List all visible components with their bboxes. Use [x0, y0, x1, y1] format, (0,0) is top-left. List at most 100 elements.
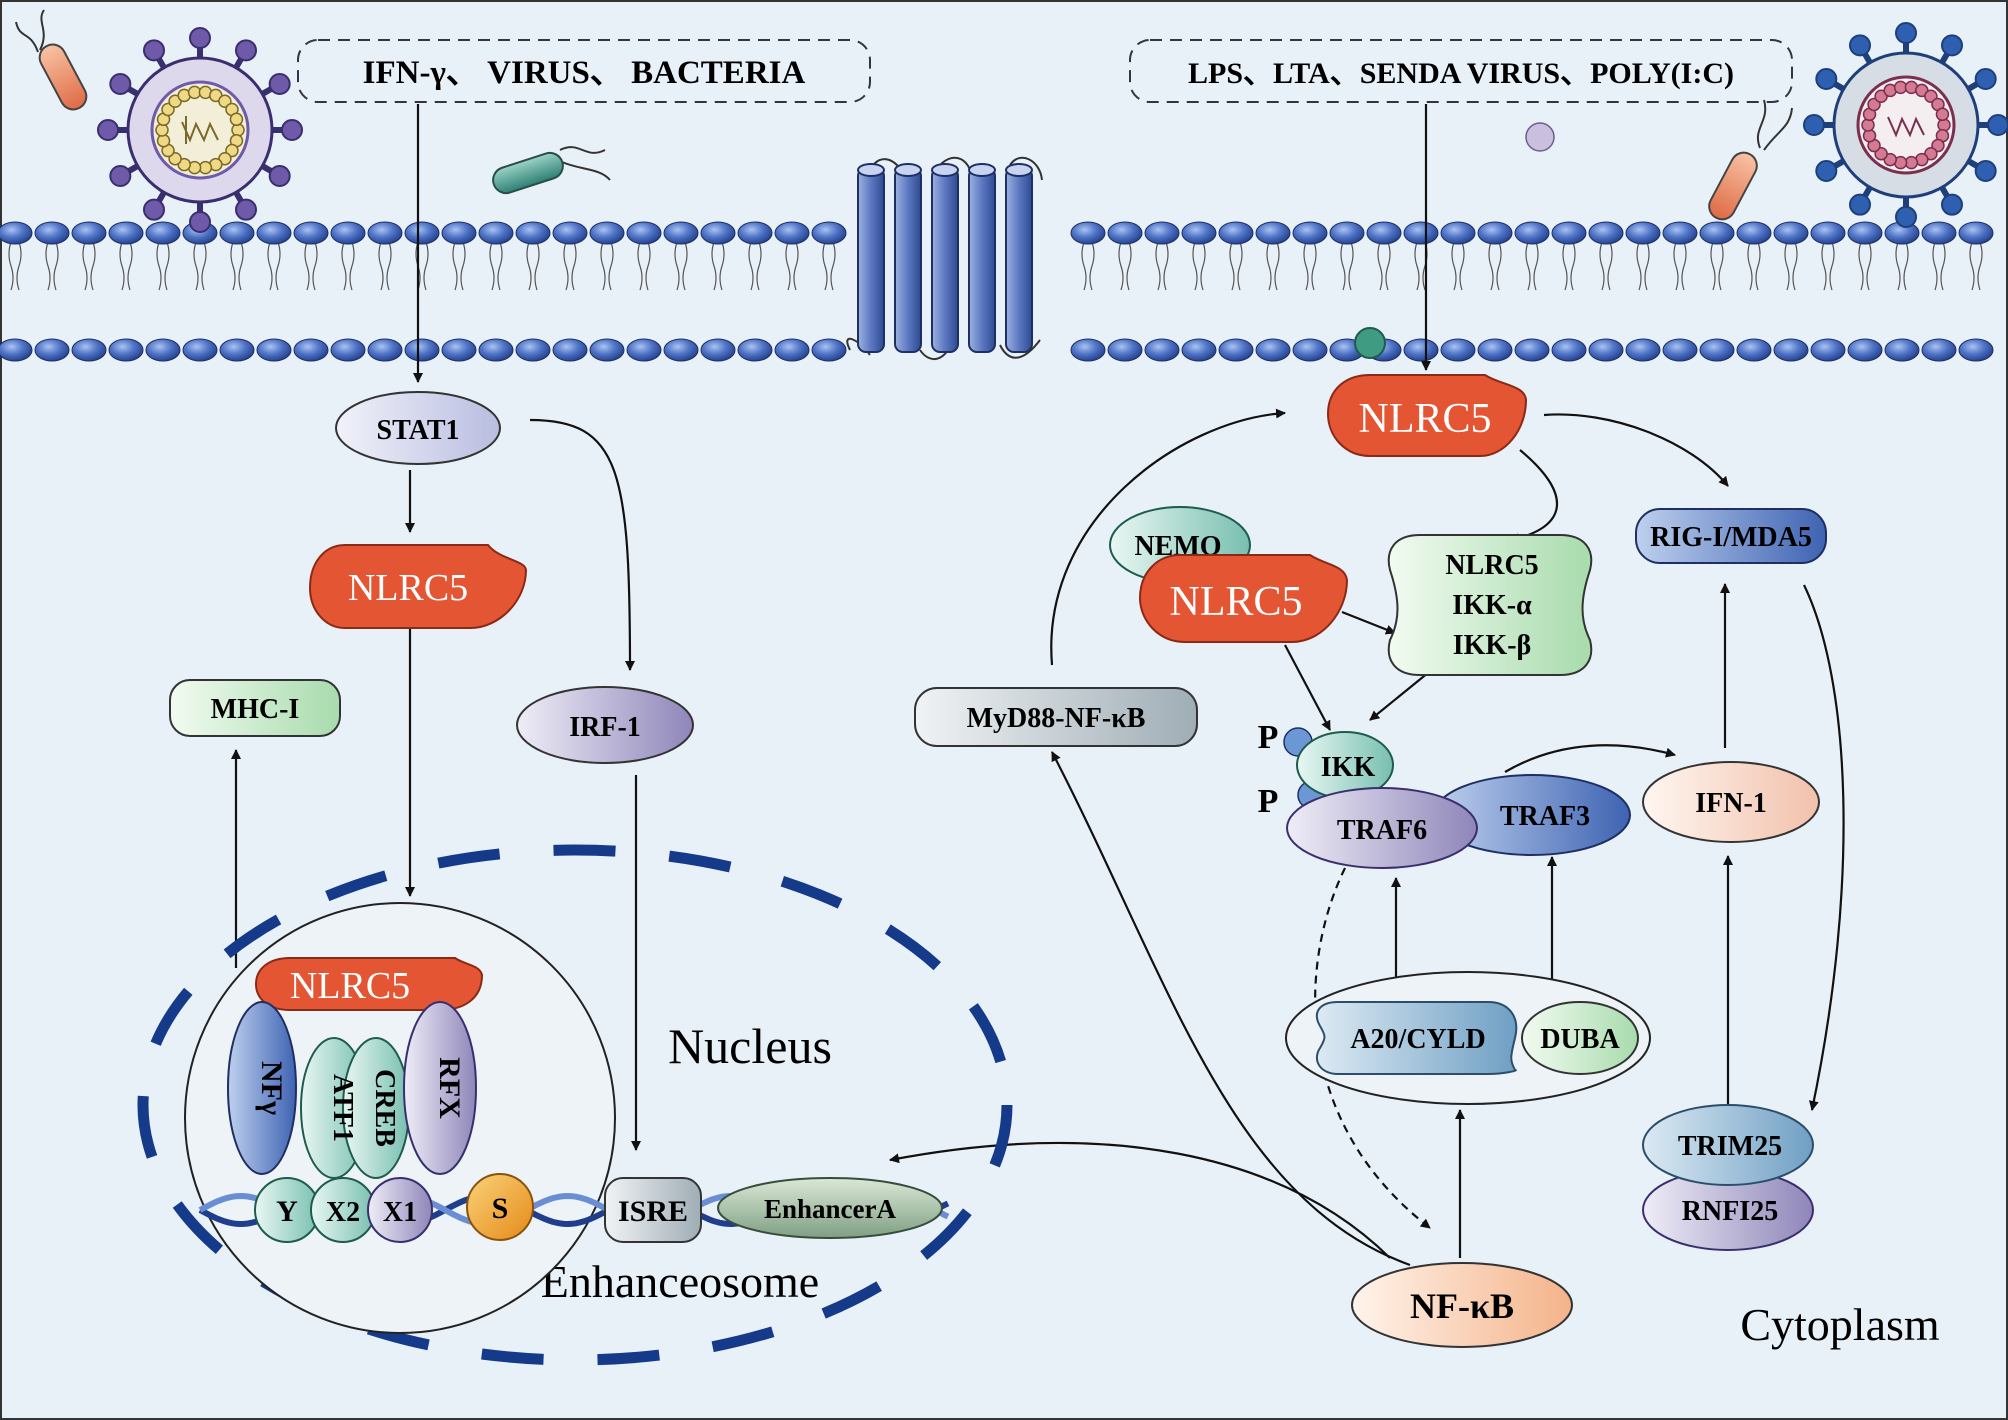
lipid-head: [626, 221, 662, 245]
lipid-head: [1107, 338, 1143, 362]
nlrc5-node-mid: [1138, 554, 1349, 643]
lipid-head: [1181, 221, 1217, 245]
lipid-head: [1403, 338, 1439, 362]
lipid-head: [811, 221, 847, 245]
dna-box-x2-label: X2: [326, 1197, 360, 1228]
nlrc5-left-label: NLRC5: [348, 567, 468, 609]
lipid-head: [1366, 221, 1402, 245]
lipid-head: [219, 338, 255, 362]
lipid-head: [626, 338, 662, 362]
traf3-label: TRAF3: [1500, 801, 1590, 832]
lipid-head: [1773, 221, 1809, 245]
isre-box: [604, 1177, 702, 1243]
rig-mda5-node: [1635, 508, 1827, 564]
lipid-head: [1625, 221, 1661, 245]
ifn1-node: [1642, 761, 1820, 843]
lipid-head: [367, 221, 403, 245]
bacterium-icon: [15, 9, 88, 111]
lipid-head: [1144, 221, 1180, 245]
lipid-head: [1847, 221, 1883, 245]
lipid-head: [1699, 221, 1735, 245]
lipid-head: [293, 338, 329, 362]
lipid-head: [1699, 338, 1735, 362]
nfkb-node: [1351, 1262, 1573, 1348]
isre-label: ISRE: [618, 1195, 688, 1228]
complex-label-3: IKK-β: [1453, 630, 1532, 661]
rfx-label: RFX: [433, 1057, 466, 1119]
lipid-head: [552, 221, 588, 245]
lipid-head: [1847, 338, 1883, 362]
lipid-head: [589, 221, 625, 245]
traf6-label: TRAF6: [1337, 815, 1427, 846]
virus-icon: [1803, 22, 2008, 228]
lipid-head: [145, 221, 181, 245]
lipid-head: [0, 221, 33, 245]
stimulus-box-right: [1129, 39, 1793, 103]
lipid-head: [663, 338, 699, 362]
lipid-head: [774, 221, 810, 245]
lipid-head: [108, 221, 144, 245]
cytoplasm-label: Cytoplasm: [1740, 1299, 1940, 1350]
lipid-head: [1810, 221, 1846, 245]
stimulus-right-text: LPS、LTA、SENDA VIRUS、POLY(I:C): [1188, 57, 1734, 90]
enhancer-a-box: [717, 1177, 943, 1239]
nlrc5-nucleus-label: NLRC5: [290, 965, 410, 1007]
dna-box-x1: [367, 1177, 433, 1243]
ifn1-label: IFN-1: [1695, 788, 1767, 819]
lipid-head: [1070, 221, 1106, 245]
lipid-head: [1292, 338, 1328, 362]
lipid-head: [293, 221, 329, 245]
trim25-node: [1642, 1104, 1814, 1186]
nucleus-label: Nucleus: [668, 1018, 832, 1074]
lipid-head: [404, 338, 440, 362]
lipid-head: [330, 221, 366, 245]
lipid-head: [1810, 338, 1846, 362]
lipid-head: [1921, 221, 1957, 245]
lipid-head: [1736, 338, 1772, 362]
lipid-head: [219, 221, 255, 245]
lipid-head: [34, 221, 70, 245]
stat1-node: [335, 391, 501, 465]
complex-label-2: IKK-α: [1452, 590, 1532, 621]
lipid-head: [1958, 338, 1994, 362]
lipid-head: [1403, 221, 1439, 245]
lipid-head: [1292, 221, 1328, 245]
lipid-head: [478, 338, 514, 362]
lipid-head: [182, 338, 218, 362]
rig-mda5-label: RIG-I/MDA5: [1650, 522, 1812, 553]
cell-membrane: [0, 221, 1994, 362]
lipid-head: [737, 221, 773, 245]
ikk-complex-node: [1387, 534, 1593, 676]
lipid-head: [1736, 221, 1772, 245]
lipid-head: [1662, 221, 1698, 245]
lipid-head: [1662, 338, 1698, 362]
dna-box-x1-label: X1: [383, 1197, 417, 1228]
phospho-label-1: P: [1258, 719, 1279, 756]
lipid-head: [1958, 221, 1994, 245]
lipid-head: [1255, 221, 1291, 245]
lipid-head: [256, 221, 292, 245]
nlrc5-mid-label: NLRC5: [1169, 579, 1302, 625]
lipid-head: [700, 338, 736, 362]
lipid-head: [1551, 221, 1587, 245]
nlrc5-node-top: [1326, 374, 1528, 457]
lipid-head: [71, 338, 107, 362]
nfy-label: NFγ: [255, 1061, 288, 1115]
lipid-head: [811, 338, 847, 362]
rnf125-label: RNFI25: [1682, 1196, 1778, 1227]
ligand-particle-icon: [1354, 327, 1386, 359]
myd88-nfkb-label: MyD88-NF-κB: [967, 703, 1146, 734]
lipid-head: [404, 221, 440, 245]
membrane-receptor: [846, 156, 1043, 360]
lipid-head: [737, 338, 773, 362]
lipid-head: [34, 338, 70, 362]
lipid-head: [441, 338, 477, 362]
lipid-head: [1588, 221, 1624, 245]
lipid-head: [1440, 338, 1476, 362]
ligand-particle-icon: [1525, 122, 1555, 152]
enhanceosome-label: Enhanceosome: [541, 1256, 819, 1307]
complex-label-1: NLRC5: [1445, 550, 1538, 581]
nucleus-envelope: [137, 844, 1013, 1366]
lipid-head: [663, 221, 699, 245]
lipid-head: [330, 338, 366, 362]
